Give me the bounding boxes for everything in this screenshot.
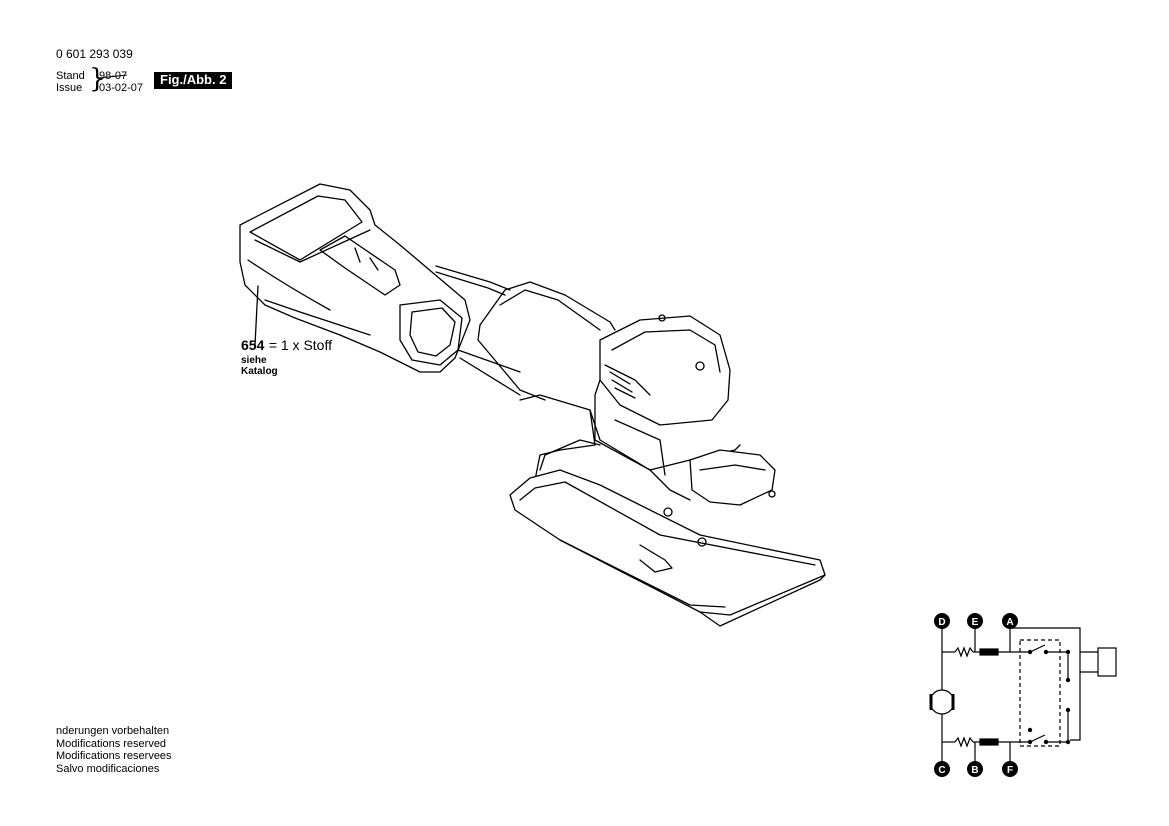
terminal-a: A bbox=[1002, 613, 1018, 629]
svg-text:F: F bbox=[1007, 765, 1013, 776]
svg-text:B: B bbox=[971, 765, 978, 776]
sander-drawing bbox=[435, 265, 826, 627]
dust-bag-drawing bbox=[239, 183, 471, 373]
part-callout-654: 654 = 1 x Stoff siehe Katalog bbox=[241, 337, 332, 377]
callout-note-1: siehe bbox=[241, 355, 267, 366]
wiring-diagram bbox=[929, 627, 1117, 766]
part-number: 0 601 293 039 bbox=[56, 47, 133, 61]
callout-note-2: Katalog bbox=[241, 366, 278, 377]
terminal-f: F bbox=[1002, 761, 1018, 777]
figure-label: Fig./Abb. 2 bbox=[154, 72, 233, 89]
motor-symbol bbox=[929, 689, 955, 715]
terminal-e: E bbox=[967, 613, 983, 629]
electronics-module-symbol bbox=[1097, 647, 1117, 677]
note-fr: Modifications reservees bbox=[56, 750, 172, 762]
terminal-badges: D E A C B F bbox=[934, 613, 1018, 777]
issue-date: 03-02-07 bbox=[99, 82, 144, 94]
terminal-d: D bbox=[934, 613, 950, 629]
dates-block: 98-07 03-02-07 bbox=[99, 70, 143, 94]
note-en: Modifications reserved bbox=[56, 737, 167, 750]
part-ref: 654 bbox=[241, 337, 265, 353]
stand-date-struck: 98-07 bbox=[99, 70, 128, 82]
note-es: Salvo modificaciones bbox=[56, 762, 160, 775]
svg-text:C: C bbox=[938, 765, 945, 776]
terminal-b: B bbox=[967, 761, 983, 777]
stand-issue-labels: Stand Issue bbox=[56, 70, 85, 94]
issue-label: Issue bbox=[56, 82, 83, 94]
note-de: nderungen vorbehalten bbox=[56, 725, 170, 737]
svg-text:A: A bbox=[1006, 617, 1013, 628]
stand-label: Stand bbox=[56, 70, 85, 82]
terminal-c: C bbox=[934, 761, 950, 777]
part-quantity: = 1 x Stoff bbox=[268, 337, 332, 353]
svg-text:D: D bbox=[938, 617, 945, 628]
footer-notes: nderungen vorbehalten Modifications rese… bbox=[56, 725, 172, 775]
svg-text:E: E bbox=[972, 617, 979, 628]
